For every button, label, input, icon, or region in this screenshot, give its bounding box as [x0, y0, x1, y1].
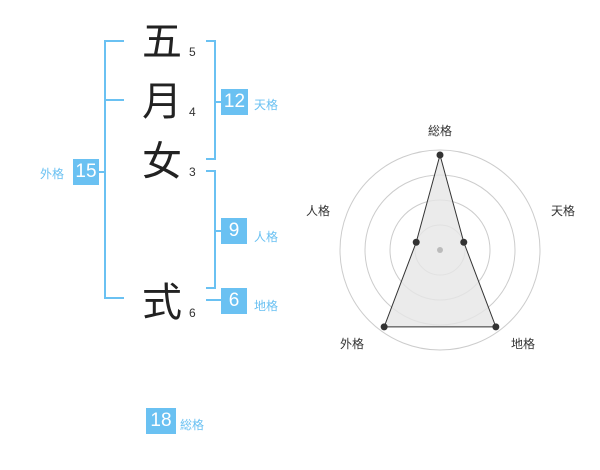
stroke-count-2: 4: [189, 105, 196, 119]
radar-point: [380, 323, 388, 331]
stroke-count-4: 6: [189, 306, 196, 320]
jinkaku-value: 9: [221, 218, 247, 244]
stroke-count-3: 3: [189, 165, 196, 179]
chikaku-label: 地格: [254, 299, 279, 313]
radar-axis-label-jinkaku: 人格: [306, 204, 331, 218]
gaikaku-bracket-mid: [104, 99, 124, 101]
chikaku-bracket: [206, 299, 222, 301]
radar-point: [460, 238, 468, 246]
radar-point: [436, 151, 444, 159]
radar-axis-label-gaikaku: 外格: [340, 337, 365, 351]
radar-axis-label-chikaku: 地格: [511, 337, 536, 351]
radar-ring: [339, 149, 541, 351]
name-char-2: 月: [142, 79, 182, 125]
gaikaku-bracket-connector: [98, 171, 106, 173]
jinkaku-bracket-top: [206, 170, 216, 172]
chikaku-value: 6: [221, 288, 247, 314]
tenkaku-bracket-connector: [214, 101, 222, 103]
radar-axis-label-soukaku: 総格: [428, 124, 453, 138]
soukaku-value: 18: [146, 408, 176, 434]
jinkaku-label: 人格: [254, 230, 279, 244]
radar-point: [492, 323, 500, 331]
gaikaku-bracket-top: [104, 40, 124, 42]
name-char-3: 女: [142, 139, 182, 185]
radar-center-dot: [437, 247, 443, 253]
name-char-4: 式: [142, 280, 182, 326]
jinkaku-bracket-bottom: [206, 287, 216, 289]
gaikaku-bracket-bottom: [104, 297, 124, 299]
gaikaku-bracket-vertical: [104, 40, 106, 299]
soukaku-label: 総格: [180, 418, 205, 432]
jinkaku-bracket-vertical: [214, 170, 216, 289]
radar-point: [412, 238, 420, 246]
radar-area: [383, 153, 497, 328]
tenkaku-bracket-top: [206, 40, 216, 42]
gaikaku-label: 外格: [40, 167, 65, 181]
name-char-1: 五: [142, 19, 182, 65]
tenkaku-value: 12: [221, 89, 248, 115]
radar-axis-label-tenkaku: 天格: [551, 204, 576, 218]
tenkaku-label: 天格: [254, 98, 279, 112]
tenkaku-bracket-vertical: [214, 40, 216, 160]
gaikaku-value: 15: [73, 159, 99, 185]
stroke-count-1: 5: [189, 45, 196, 59]
tenkaku-bracket-bottom: [206, 158, 216, 160]
jinkaku-bracket-connector: [214, 230, 222, 232]
